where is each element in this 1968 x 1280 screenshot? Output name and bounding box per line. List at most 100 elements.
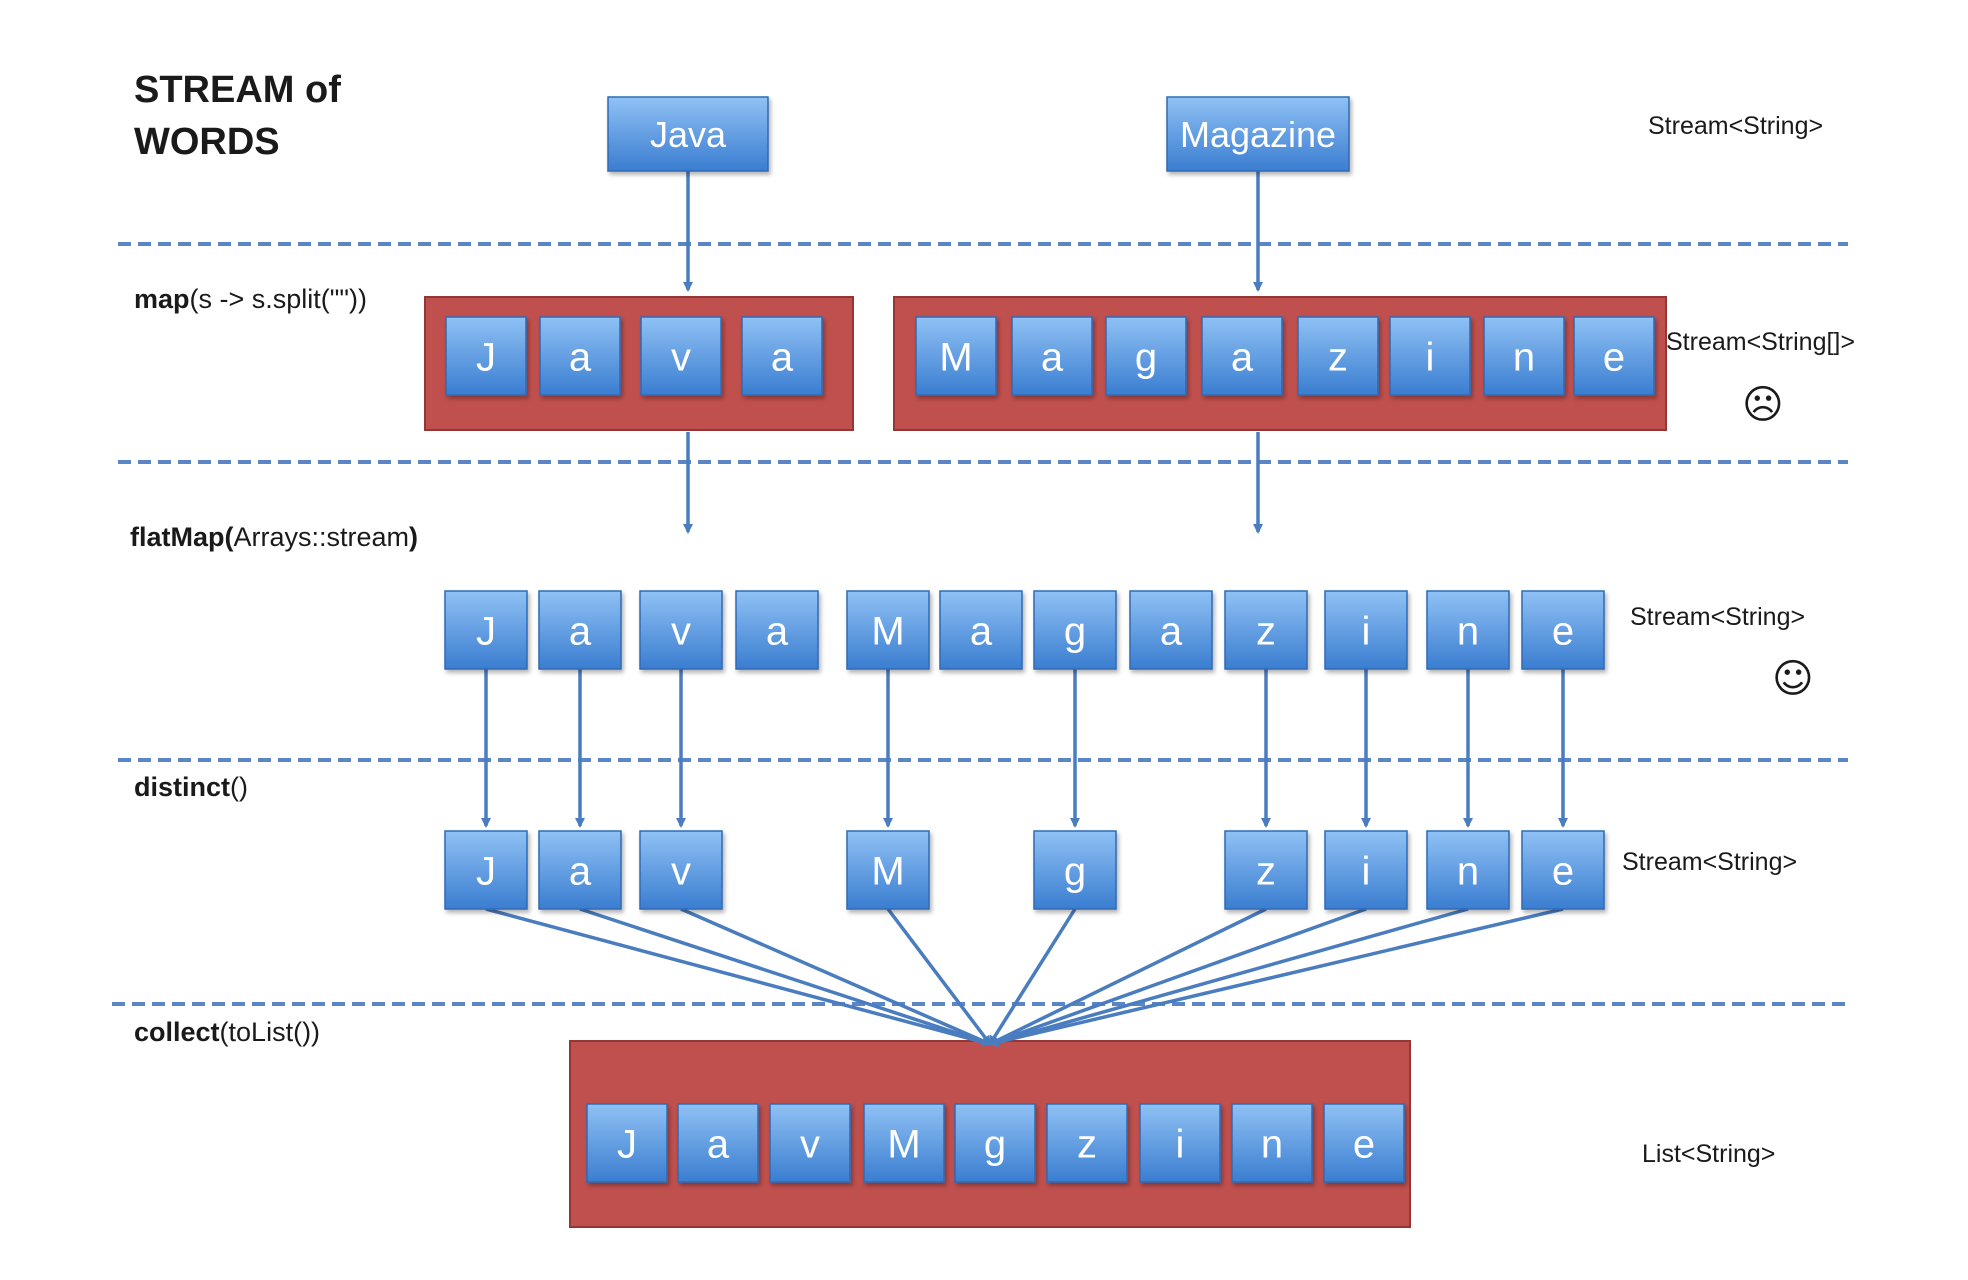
collected-letter-box-7-text: n [1261,1122,1283,1166]
collected-letter-box-3-text: M [887,1122,920,1166]
word-box-0: Java [607,96,769,172]
flat-letter-box-6-text: g [1064,609,1086,653]
arrow-distinct-to-collect-7 [988,907,1469,1047]
flat-letter-box-0: J [444,590,528,670]
flat-letter-box-5-rect [939,590,1023,670]
distinct-letter-box-5-rect [1224,830,1308,910]
map-operation-label: map(s -> s.split("")) [134,284,367,315]
flat-letter-box-11-rect [1521,590,1605,670]
map-letter-box-1-1-rect [1011,316,1093,396]
distinct-letter-box-6: i [1324,830,1408,910]
collect-name: collect [134,1017,220,1047]
distinct-args: () [230,772,248,802]
collected-letter-box-4-text: g [984,1122,1006,1166]
collected-letter-box-8: e [1323,1103,1405,1183]
flat-letter-box-9: i [1324,590,1408,670]
word-box-1-rect [1166,96,1350,172]
distinct-letter-box-7-text: n [1457,849,1479,893]
flat-letter-box-6: g [1033,590,1117,670]
collected-letter-box-6: i [1139,1103,1221,1183]
sad-face-icon: ☹ [1742,382,1784,428]
collected-letter-box-0-text: J [617,1122,637,1166]
flat-letter-box-4-text: M [871,609,904,653]
map-letter-box-0-0-rect [445,316,527,396]
flat-letter-box-11-text: e [1552,609,1574,653]
flat-letter-box-11: e [1521,590,1605,670]
arrow-distinct-to-collect-8 [988,907,1564,1048]
flatmap-name: flatMap( [130,522,234,552]
collected-letter-box-5: z [1046,1103,1128,1183]
collected-letter-box-6-text: i [1176,1122,1185,1166]
distinct-letter-box-4: g [1033,830,1117,910]
map-letter-box-0-1-rect [539,316,621,396]
arrow-distinct-to-collect-6 [988,907,1367,1047]
distinct-letter-box-4-rect [1033,830,1117,910]
flat-letter-box-2-rect [639,590,723,670]
map-letter-box-1-4: z [1297,316,1379,396]
flat-letter-box-9-rect [1324,590,1408,670]
map-letter-box-1-3-rect [1201,316,1283,396]
collected-letter-box-3-rect [863,1103,945,1183]
flat-letter-box-4: M [846,590,930,670]
distinct-letter-box-2-rect [639,830,723,910]
collected-letter-box-2-rect [769,1103,851,1183]
title-line-2: WORDS [134,121,280,163]
map-letter-box-1-0-text: M [939,335,972,379]
map-letter-box-1-5: i [1389,316,1471,396]
flat-letter-box-0-text: J [476,609,496,653]
happy-face-icon: ☺ [1772,656,1814,702]
collected-letter-box-0-rect [586,1103,668,1183]
flat-letter-box-3: a [735,590,819,670]
flat-letter-box-8: z [1224,590,1308,670]
collected-letter-box-4: g [954,1103,1036,1183]
map-letter-box-0-3-text: a [771,335,794,379]
distinct-operation-label: distinct() [134,772,248,803]
map-letter-box-1-2: g [1105,316,1187,396]
word-box-0-rect [607,96,769,172]
distinct-letter-box-1-text: a [569,849,592,893]
flat-letter-box-2: v [639,590,723,670]
map-letter-box-0-0-text: J [476,335,496,379]
flat-letter-box-10: n [1426,590,1510,670]
flat-letter-box-2-text: v [671,609,691,653]
map-letter-box-0-3: a [741,316,823,396]
map-letter-box-1-7-text: e [1603,335,1625,379]
type-label-flatmap: Stream<String> [1630,603,1806,631]
title-line-1: STREAM of [134,69,341,111]
distinct-letter-box-8-text: e [1552,849,1574,893]
flat-letter-box-4-rect [846,590,930,670]
map-letter-box-1-0: M [915,316,997,396]
collected-letter-box-7: n [1231,1103,1313,1183]
collected-letter-box-3: M [863,1103,945,1183]
map-letter-box-1-6-rect [1483,316,1565,396]
flat-letter-box-6-rect [1033,590,1117,670]
map-letter-box-1-1: a [1011,316,1093,396]
flatmap-args: Arrays::stream [233,522,410,552]
collected-letter-box-1-rect [677,1103,759,1183]
collected-letter-box-5-text: z [1077,1122,1097,1166]
collected-letter-box-5-rect [1046,1103,1128,1183]
distinct-letter-box-1: a [538,830,622,910]
flat-letter-box-0-rect [444,590,528,670]
distinct-letter-box-0-rect [444,830,528,910]
collected-letter-box-2: v [769,1103,851,1183]
distinct-letter-box-2: v [639,830,723,910]
map-letter-box-1-7: e [1573,316,1655,396]
map-letter-box-0-3-rect [741,316,823,396]
distinct-letter-box-8: e [1521,830,1605,910]
collect-args: (toList()) [219,1017,321,1047]
flat-letter-box-10-rect [1426,590,1510,670]
distinct-letter-box-7-rect [1426,830,1510,910]
map-letter-box-1-6: n [1483,316,1565,396]
distinct-letter-box-5: z [1224,830,1308,910]
distinct-letter-box-3-text: M [871,849,904,893]
map-letter-box-0-1: a [539,316,621,396]
distinct-letter-box-1-rect [538,830,622,910]
map-letter-box-1-1-text: a [1041,335,1064,379]
flatmap-operation-label: flatMap(Arrays::stream) [130,522,418,553]
distinct-letter-box-5-text: z [1256,849,1276,893]
map-letter-box-1-4-rect [1297,316,1379,396]
arrow-distinct-to-collect-3 [886,907,992,1046]
